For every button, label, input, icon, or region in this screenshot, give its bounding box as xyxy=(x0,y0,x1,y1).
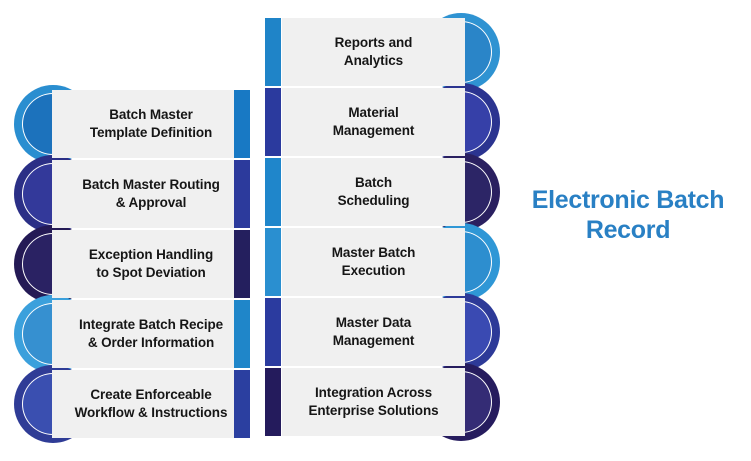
page-title-line1: Electronic Batch xyxy=(531,186,725,214)
page-title: Electronic Batch Record xyxy=(505,186,751,245)
feature-label-line1: Master Batch xyxy=(331,244,416,260)
accent-bar xyxy=(234,300,250,368)
feature-label-line2: Template Definition xyxy=(89,125,213,140)
feature-label-line1: Batch Master xyxy=(109,106,193,122)
page-title-line2: Record xyxy=(585,215,671,244)
feature-label-line2: Execution xyxy=(341,263,406,278)
feature-label-line2: Enterprise Solutions xyxy=(308,403,439,418)
feature-label-line2: to Spot Deviation xyxy=(96,265,206,280)
accent-bar xyxy=(265,18,281,86)
feature-panel[interactable]: Batch Master Routing & Approval xyxy=(52,160,250,228)
accent-bar xyxy=(265,158,281,226)
feature-label-line2: Workflow & Instructions xyxy=(74,405,228,420)
accent-bar xyxy=(265,298,281,366)
accent-bar xyxy=(265,368,281,436)
feature-label-line2: & Order Information xyxy=(87,335,215,350)
accent-bar xyxy=(265,88,281,156)
feature-label-line1: Master Data xyxy=(335,314,412,330)
accent-bar xyxy=(234,90,250,158)
feature-label-line1: Batch Master Routing xyxy=(82,176,220,192)
accent-bar xyxy=(234,370,250,438)
feature-label-line1: Batch xyxy=(354,174,392,190)
feature-label-line2: Management xyxy=(332,333,415,348)
feature-label-line1: Reports and xyxy=(334,34,413,50)
feature-row[interactable]: Batch Master Routing & Approval xyxy=(14,155,250,233)
feature-label: Batch Master Routing & Approval xyxy=(76,176,226,212)
feature-label-line2: Scheduling xyxy=(337,193,410,208)
feature-label-line1: Integrate Batch Recipe xyxy=(78,316,224,332)
accent-bar xyxy=(234,230,250,298)
feature-label-line2: Management xyxy=(332,123,415,138)
feature-label: Exception Handling to Spot Deviation xyxy=(83,246,219,282)
feature-label-line2: & Approval xyxy=(115,195,187,210)
feature-panel[interactable]: Exception Handling to Spot Deviation xyxy=(52,230,250,298)
feature-label-line1: Material xyxy=(348,104,399,120)
feature-label-line2: Analytics xyxy=(343,53,404,68)
feature-panel[interactable]: Integrate Batch Recipe & Order Informatio… xyxy=(52,300,250,368)
feature-label-line1: Exception Handling xyxy=(88,246,214,262)
feature-row[interactable]: Integrate Batch Recipe & Order Informatio… xyxy=(14,295,250,373)
feature-label: Integrate Batch Recipe & Order Informatio… xyxy=(73,316,229,352)
accent-bar xyxy=(234,160,250,228)
feature-label-line1: Integration Across xyxy=(315,384,432,400)
accent-bar xyxy=(265,228,281,296)
feature-label-line1: Create Enforceable xyxy=(90,386,212,402)
feature-row[interactable]: Exception Handling to Spot Deviation xyxy=(14,225,250,303)
